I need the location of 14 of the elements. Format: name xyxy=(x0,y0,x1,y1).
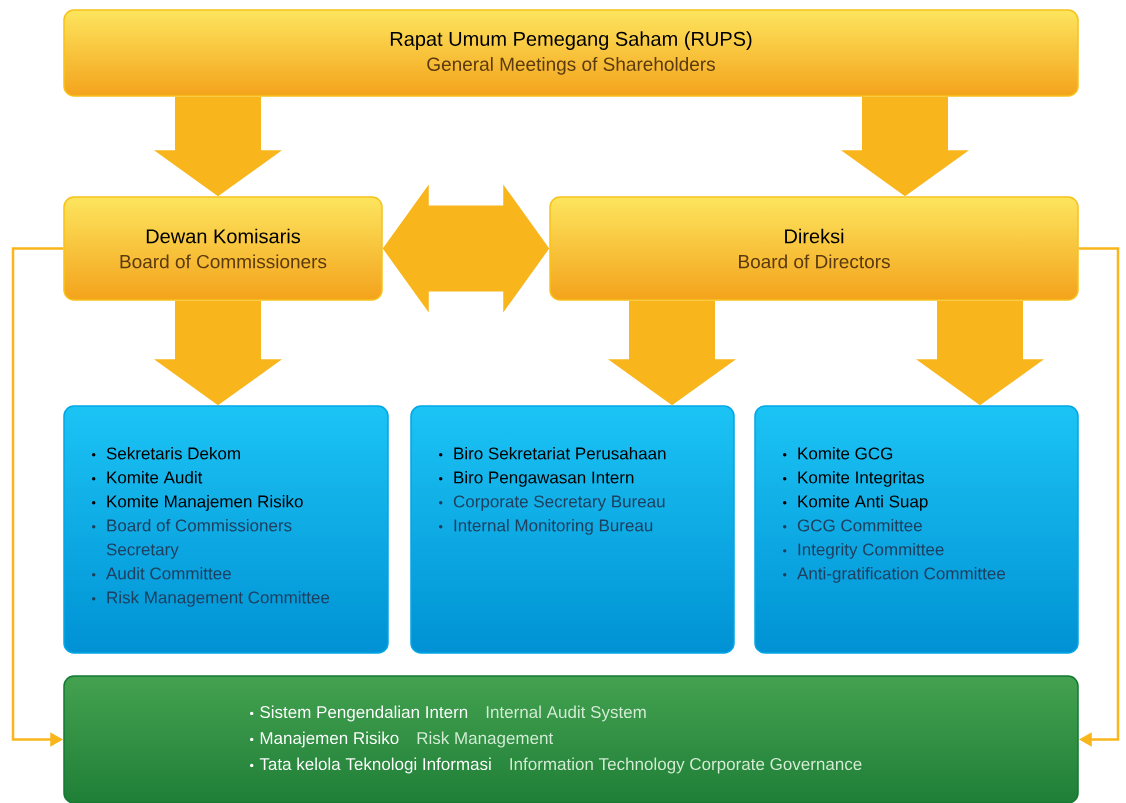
committee-box: Sekretaris Dekom Komite Audit Komite Manajemen Risiko Board of Commissioners Secretary Audit Committee Risk Management Committee xyxy=(63,405,389,654)
block-arrow xyxy=(154,96,282,197)
system-box: Sistem Pengendalian Intern Internal Audit System Manajemen Risiko Risk Management Tata kelola Teknologi Informasi Information Technology Corporate Governance xyxy=(63,675,1079,803)
block-arrow xyxy=(154,300,282,406)
block-arrow xyxy=(916,300,1044,406)
committee-box: Biro Sekretariat Perusahaan Biro Pengawasan Intern Corporate Secretary Bureau Internal Monitoring Bureau xyxy=(410,405,735,654)
board-box: Dewan Komisaris Board of Commissioners xyxy=(63,196,383,301)
board-box: Direksi Board of Directors xyxy=(549,196,1079,301)
block-arrow xyxy=(608,300,736,406)
connector-arrow xyxy=(1078,247,1120,747)
block-arrow xyxy=(382,184,550,313)
committee-box: Komite GCG Komite Integritas Komite Anti Suap GCG Committee Integrity Committee Anti-gratification Committee xyxy=(754,405,1079,654)
title-box: Rapat Umum Pemegang Saham (RUPS) General Meetings of Shareholders xyxy=(63,9,1079,97)
block-arrow xyxy=(841,96,969,197)
